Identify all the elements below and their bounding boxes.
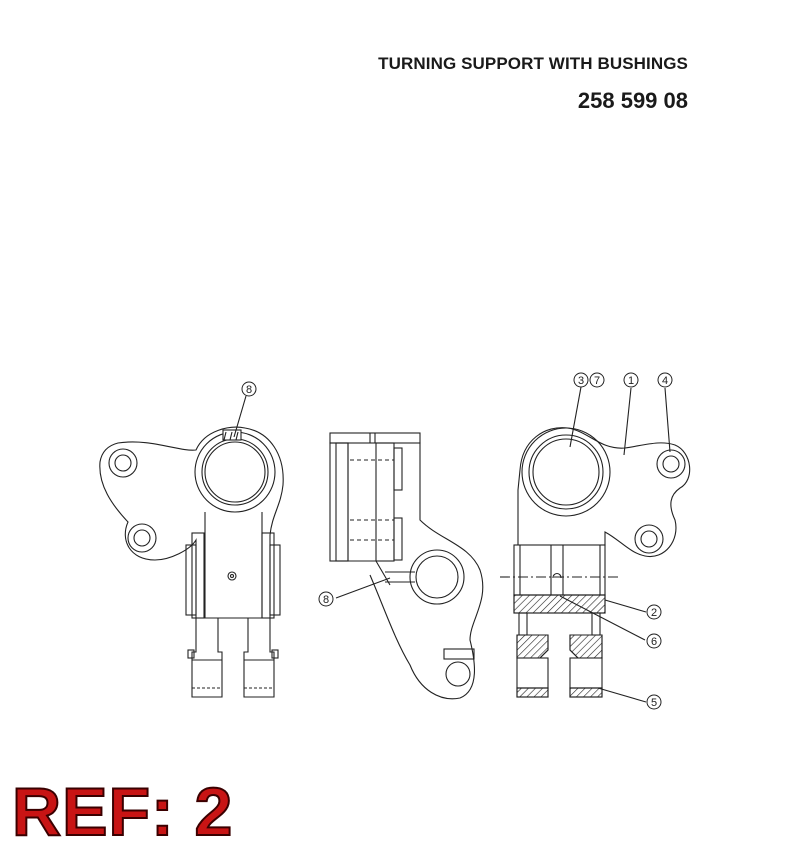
callout-1: 1 (623, 372, 639, 388)
svg-text:2: 2 (651, 607, 657, 619)
svg-text:8: 8 (246, 384, 252, 396)
callout-8-middle: 8 (318, 591, 334, 607)
part-number: 258 599 08 (577, 88, 688, 113)
svg-text:5: 5 (651, 697, 657, 709)
svg-text:3: 3 (578, 375, 584, 387)
callout-8-left: 8 (241, 381, 257, 397)
right-view (500, 386, 691, 703)
callout-4: 4 (657, 372, 673, 388)
middle-view (329, 432, 484, 700)
callout-2: 2 (646, 604, 662, 620)
diagram-title: TURNING SUPPORT WITH BUSHINGS (378, 54, 688, 73)
svg-text:7: 7 (594, 375, 600, 387)
svg-text:1: 1 (628, 375, 634, 387)
callout-3: 3 (573, 372, 589, 388)
svg-text:8: 8 (323, 594, 329, 606)
svg-text:6: 6 (651, 636, 657, 648)
left-view (99, 395, 284, 698)
callout-6: 6 (646, 633, 662, 649)
callout-7: 7 (589, 372, 605, 388)
ref-label: REF: 2 (11, 774, 234, 850)
svg-text:4: 4 (662, 375, 668, 387)
callout-5: 5 (646, 694, 662, 710)
